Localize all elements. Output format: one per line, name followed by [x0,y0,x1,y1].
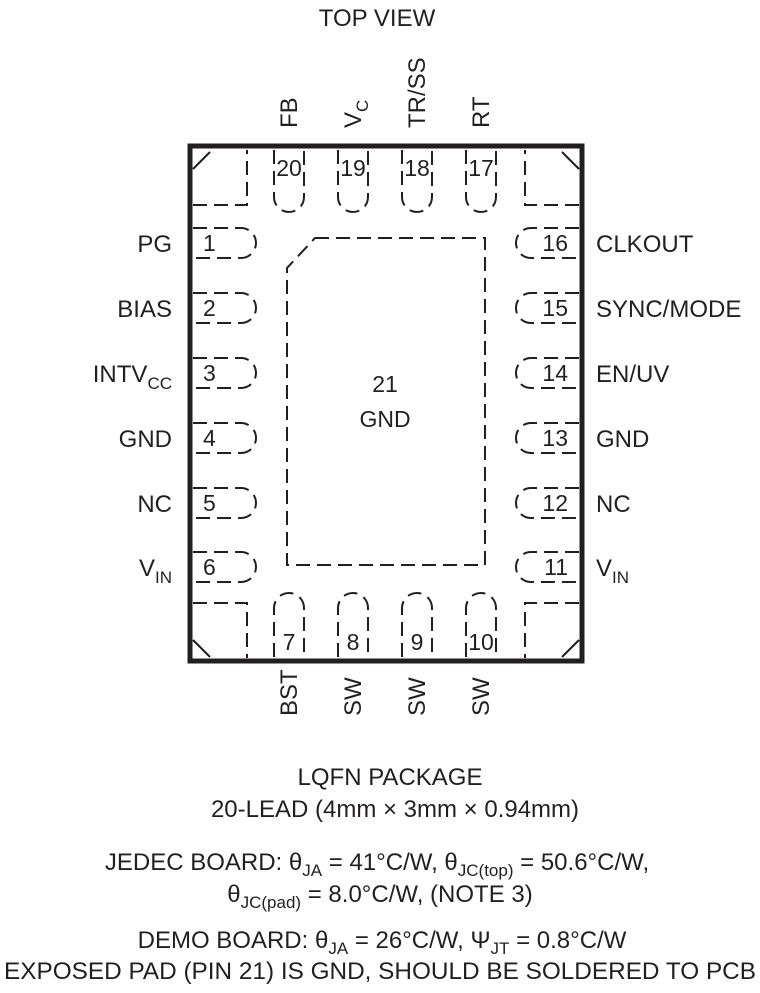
pin-name: SYNC/MODE [596,296,741,323]
view-title: TOP VIEW [319,5,436,32]
demo-jt-val: = 0.8°C/W [509,927,626,954]
exposed-pad-note: EXPOSED PAD (PIN 21) IS GND, SHOULD BE S… [4,958,756,985]
pin-name: GND [119,426,172,453]
pin-name: SW [340,677,367,716]
pin-name: SW [404,677,431,716]
pin-number: 15 [542,295,568,321]
pin-number: 3 [203,360,216,386]
pin-name-main: V [139,555,155,582]
pin-name: EN/UV [596,361,669,388]
pin-name: GND [596,426,649,453]
pin-number: 6 [203,554,216,580]
demo-board-note: DEMO BOARD: θJA = 26°C/W, ΨJT = 0.8°C/W [138,927,627,958]
demo-ja-sub: JA [328,939,349,958]
pin-number: 7 [283,629,296,655]
top-pin-18: 18 TR/SS [401,57,433,213]
pin-name: INTVCC [93,361,172,393]
pin-number: 10 [468,629,494,655]
left-pin-2: 2 BIAS [117,292,257,324]
jedec-ja-sub: JA [302,861,323,880]
package-outline [187,143,585,664]
pin-name: TR/SS [404,57,431,128]
pin-name: BST [276,669,303,716]
pin-number: 12 [542,490,568,516]
pin-name-sub: C [353,100,372,112]
pin-name: CLKOUT [596,231,694,258]
corner-marks [192,150,580,658]
jedec-prefix: JEDEC BOARD: θ [105,849,302,876]
pin-number: 11 [544,554,568,580]
left-pin-4: 4 GND [119,422,257,454]
demo-prefix: DEMO BOARD: θ [138,927,329,954]
right-pin-15: 15 SYNC/MODE [515,292,741,324]
right-pin-14: 14 EN/UV [515,357,669,389]
jedec-jctop-val: = 50.6°C/W, [513,849,649,876]
package-line-1: LQFN PACKAGE [298,764,483,791]
pin-name: VIN [596,555,629,587]
bottom-pin-9: 9 SW [401,592,433,716]
jcpad-val: = 8.0°C/W, (NOTE 3) [301,881,533,908]
jcpad-sub: JC(pad) [241,893,301,912]
pin-number: 5 [203,490,216,516]
pin-name-main: INTV [93,361,148,388]
pin-name: NC [137,491,172,518]
pin-number: 17 [468,155,494,181]
pin-number: 16 [542,230,568,256]
pin-name: FB [276,97,303,128]
left-pin-3: 3 INTVCC [93,357,257,393]
pad-number: 21 [372,371,398,397]
pin-number: 1 [203,230,216,256]
package-line-2: 20-LEAD (4mm × 3mm × 0.94mm) [211,796,579,823]
jcpad-prefix: θ [227,881,240,908]
pin-name: VIN [139,555,172,587]
top-pin-19: 19 VC [337,100,372,213]
pin-number: 4 [203,425,216,451]
jc-pad-note: θJC(pad) = 8.0°C/W, (NOTE 3) [227,881,532,912]
pin-name-main: V [596,555,612,582]
pin-number: 18 [404,155,430,181]
pin-name: PG [137,231,172,258]
pin-name: RT [468,96,495,128]
pin-number: 20 [276,155,302,181]
pin-name-sub: IN [155,568,172,587]
exposed-pad [286,237,486,566]
bottom-pin-7: 7 BST [273,592,305,716]
left-pin-6: 6 VIN [139,551,257,587]
pad-name: GND [359,406,410,432]
left-pin-5: 5 NC [137,487,257,519]
jedec-jctop-sub: JC(top) [458,861,514,880]
demo-jt-sub: JT [491,939,510,958]
bottom-pin-8: 8 SW [337,592,369,716]
pin-number: 2 [203,295,216,321]
pin-name-main: V [340,112,367,128]
right-pin-16: 16 CLKOUT [515,227,694,259]
pin-name-sub: IN [612,568,629,587]
pin-name: VC [340,100,372,128]
pin-number: 13 [542,425,568,451]
pin-number: 19 [340,155,366,181]
pin-name-sub: CC [147,374,172,393]
pin-number: 9 [411,629,424,655]
pin-number: 8 [347,629,360,655]
bottom-pin-10: 10 SW [465,592,497,716]
pin-name: BIAS [117,296,172,323]
jedec-ja-val: = 41°C/W, θ [322,849,458,876]
left-pin-1: 1 PG [137,227,257,259]
top-pin-20: 20 FB [273,97,305,213]
right-pin-11: 11 VIN [515,551,629,587]
jedec-board-note: JEDEC BOARD: θJA = 41°C/W, θJC(top) = 50… [105,849,649,880]
right-pin-13: 13 GND [515,422,649,454]
top-pin-17: 17 RT [465,96,497,213]
pin-name: NC [596,491,631,518]
right-pin-12: 12 NC [515,487,631,519]
pin-number: 14 [542,360,568,386]
pin-name: SW [468,677,495,716]
demo-ja-val: = 26°C/W, Ψ [348,927,490,954]
